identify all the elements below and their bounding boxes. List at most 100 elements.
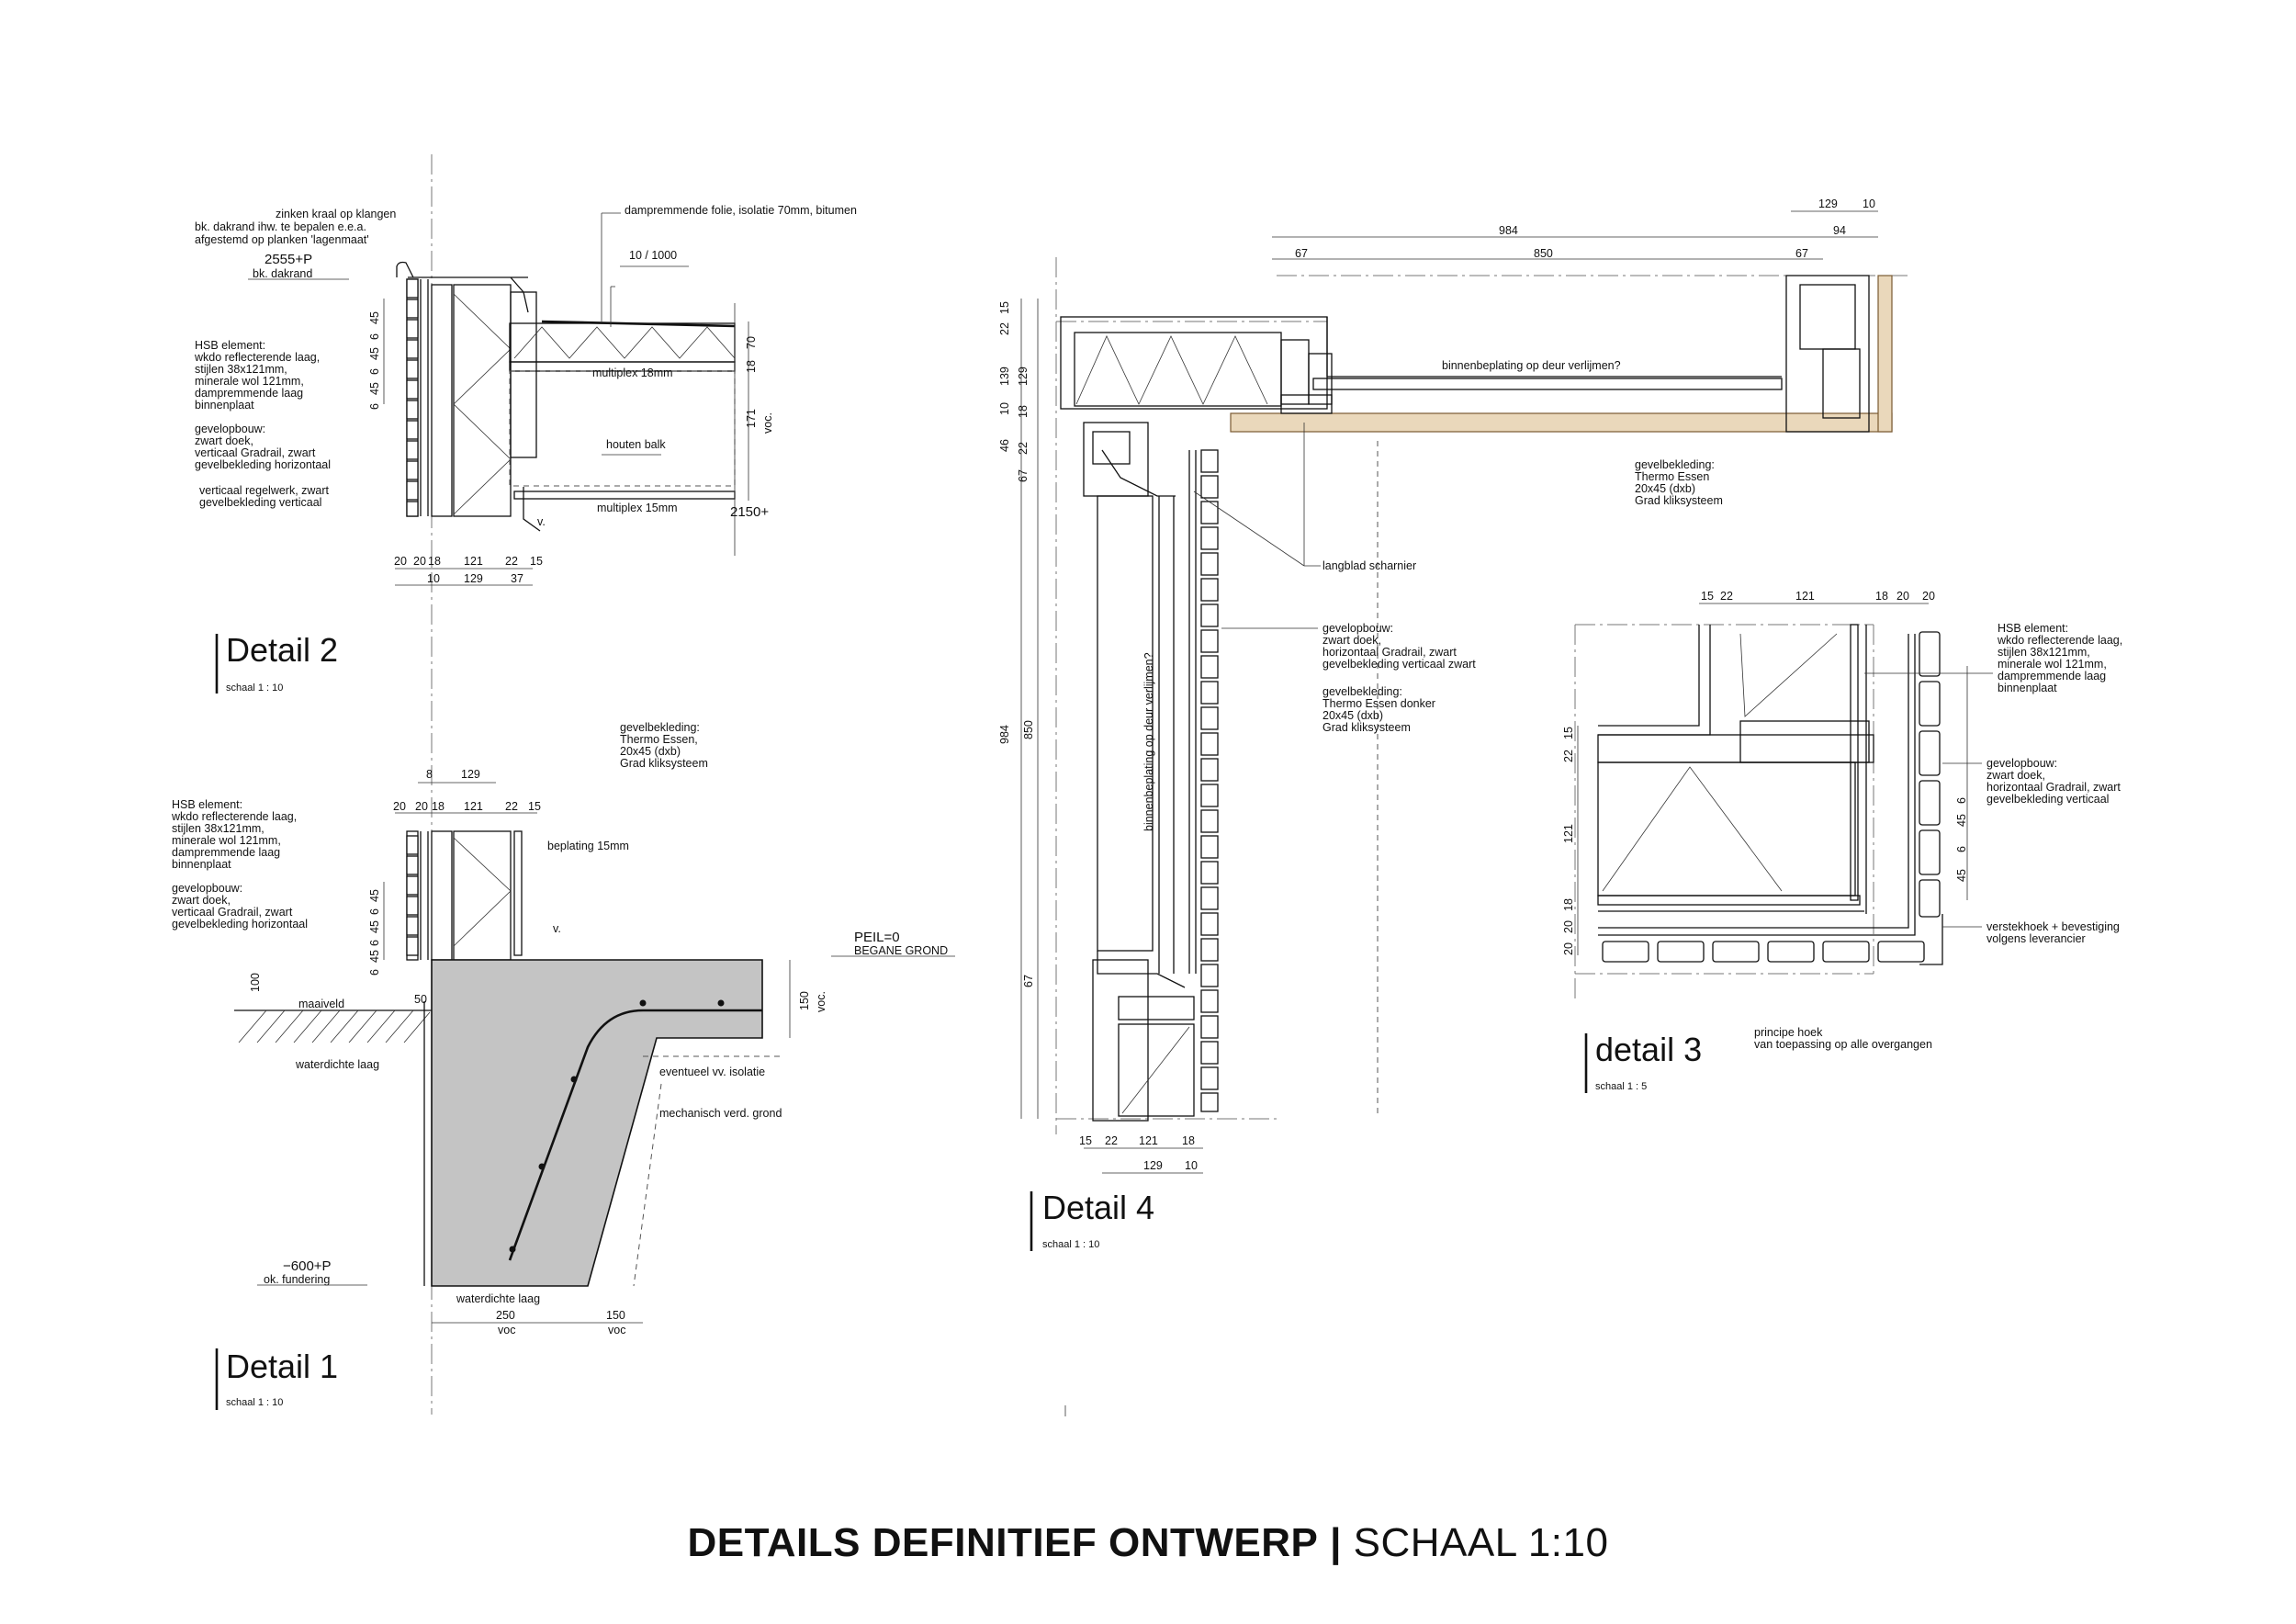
d4-left-22: 22 [998, 322, 1011, 335]
d3-opbouw-2: zwart doek, [1986, 769, 2045, 782]
d2-regel-1: verticaal regelwerk, zwart [199, 484, 330, 497]
d1-hsb-6: binnenplaat [172, 858, 231, 871]
d2-dim-right-voc: voc. [761, 412, 774, 434]
detail-2-labels: zinken kraal op klangen bk. dakrand ihw.… [194, 204, 857, 586]
sheet-title-bold: DETAILS DEFINITIEF ONTWERP [687, 1520, 1319, 1565]
d4-bekleding2-1: gevelbekleding: [1322, 685, 1402, 698]
d1-maaiveld: maaiveld [298, 998, 344, 1010]
d4-dim-67a: 67 [1295, 247, 1308, 260]
d1-dim-top-129: 129 [461, 768, 480, 781]
d3-left-15: 15 [1562, 727, 1575, 739]
d1-level-fund-sub: ok. fundering [264, 1273, 330, 1286]
d1-hsb-3: stijlen 38x121mm, [172, 822, 264, 835]
d4-left-46: 46 [998, 439, 1011, 452]
detail-1-title-block: Detail 1 schaal 1 : 10 [215, 1348, 338, 1410]
d3-hsb-3: stijlen 38x121mm, [1998, 646, 2090, 659]
d3-left-121: 121 [1562, 824, 1575, 843]
d1-left-2: 6 [368, 908, 381, 915]
d3-right-45b: 45 [1955, 869, 1968, 882]
detail-1-labels: gevelbekleding: Thermo Essen, 20x45 (dxb… [171, 721, 955, 1336]
d4-v984: 984 [998, 725, 1011, 744]
d4-bekleding2-4: Grad kliksysteem [1322, 721, 1411, 734]
d1-row-d: 121 [464, 800, 483, 813]
d2-hsb-5: dampremmende laag [195, 387, 303, 400]
d2-row1-f: 15 [530, 555, 543, 568]
d2-hsb-6: binnenplaat [195, 399, 254, 412]
d4-left-18: 18 [1017, 405, 1030, 418]
d2-dim-right-70: 70 [745, 336, 758, 349]
d2-opbouw-3: verticaal Gradrail, zwart [195, 446, 316, 459]
d2-multiplex18: multiplex 18mm [592, 367, 673, 379]
d4-row1-22: 22 [1105, 1134, 1118, 1147]
d1-waterdicht-1: waterdichte laag [295, 1058, 379, 1071]
d1-level-peil: PEIL=0 [854, 930, 900, 945]
d3-top-22: 22 [1720, 590, 1733, 603]
d4-cladding-boards [1200, 449, 1219, 1112]
d1-dim-voc-1: voc. [815, 991, 827, 1012]
d4-binnen-v: binnenbeplating op deur verlijmen? [1142, 652, 1155, 831]
d4-binnen-h: binnenbeplating op deur verlijmen? [1442, 359, 1621, 372]
d3-hoek-1: verstekhoek + bevestiging [1986, 920, 2120, 933]
d3-left-18: 18 [1562, 898, 1575, 911]
d1-bekleding-2: Thermo Essen, [620, 733, 698, 746]
d2-cladding-boards [406, 278, 419, 517]
d4-title: Detail 4 [1042, 1189, 1154, 1226]
d3-opbouw-3: horizontaal Gradrail, zwart [1986, 781, 2121, 794]
d4-v67: 67 [1022, 975, 1035, 987]
d2-title: Detail 2 [226, 631, 338, 669]
sheet-title-scale: SCHAAL 1:10 [1353, 1520, 1609, 1565]
d2-folie: dampremmende folie, isolatie 70mm, bitum… [625, 204, 857, 217]
d2-zink-line-3: afgestemd op planken 'lagenmaat' [195, 233, 369, 246]
d2-hsb-3: stijlen 38x121mm, [195, 363, 287, 376]
d2-row1-b: 20 [413, 555, 426, 568]
d3-top-15: 15 [1701, 590, 1714, 603]
d2-slope: 10 / 1000 [629, 249, 677, 262]
d4-opbouw-1: gevelopbouw: [1322, 622, 1393, 635]
detail-2-drawing [396, 154, 736, 1415]
d1-hsb-2: wkdo reflecterende laag, [171, 810, 297, 823]
d4-dim-94: 94 [1833, 224, 1846, 237]
d4-row1-18: 18 [1182, 1134, 1195, 1147]
d3-left-20a: 20 [1562, 920, 1575, 933]
d1-dim-100: 100 [249, 973, 262, 992]
d1-dim-250: 250 [496, 1309, 515, 1322]
d3-top-18: 18 [1875, 590, 1888, 603]
d4-row1-121: 121 [1139, 1134, 1158, 1147]
d2-row1-d: 121 [464, 555, 483, 568]
d3-cladding-right [1919, 631, 1941, 918]
d2-zink-line-2: bk. dakrand ihw. te bepalen e.e.a. [195, 220, 366, 233]
d3-scale: schaal 1 : 5 [1595, 1081, 1647, 1092]
d1-hsb-4: minerale wol 121mm, [172, 834, 281, 847]
d2-level-top-sub: bk. dakrand [253, 267, 312, 280]
d3-top-20b: 20 [1922, 590, 1935, 603]
d2-row1-a: 20 [394, 555, 407, 568]
d3-left-20b: 20 [1562, 942, 1575, 955]
d2-hsb-1: HSB element: [195, 339, 265, 352]
d1-left-5: 45 [368, 950, 381, 963]
d4-row2-129: 129 [1143, 1159, 1163, 1172]
d1-opbouw-3: verticaal Gradrail, zwart [172, 906, 293, 919]
d1-opbouw-1: gevelopbouw: [172, 882, 242, 895]
detail-3-drawing [1574, 624, 1943, 1001]
d1-scale: schaal 1 : 10 [226, 1397, 283, 1408]
d3-right-6a: 6 [1955, 797, 1968, 804]
d1-isolatie: eventueel vv. isolatie [659, 1066, 765, 1078]
d1-level-peil-sub: BEGANE GROND [854, 944, 948, 957]
d4-row2-10: 10 [1185, 1159, 1198, 1172]
d4-dim-850: 850 [1534, 247, 1553, 260]
d4-dim-top-10: 10 [1863, 197, 1875, 210]
d2-opbouw-2: zwart doek, [195, 434, 253, 447]
detail-3-title-block: detail 3 schaal 1 : 5 principe hoek van … [1584, 1026, 1932, 1093]
d4-row1-15: 15 [1079, 1134, 1092, 1147]
d1-bekleding-1: gevelbekleding: [620, 721, 700, 734]
d3-top-20a: 20 [1896, 590, 1909, 603]
d2-dim-left-2: 6 [368, 333, 381, 340]
d2-multiplex15: multiplex 15mm [597, 502, 678, 514]
d1-dim-voc-3: voc [608, 1324, 625, 1336]
d4-bekleding-2: Thermo Essen [1635, 470, 1709, 483]
d3-left-22: 22 [1562, 750, 1575, 762]
d1-cladding-boards [406, 835, 419, 956]
d2-opbouw-4: gevelbekleding horizontaal [195, 458, 331, 471]
detail-1-drawing [234, 830, 781, 1287]
